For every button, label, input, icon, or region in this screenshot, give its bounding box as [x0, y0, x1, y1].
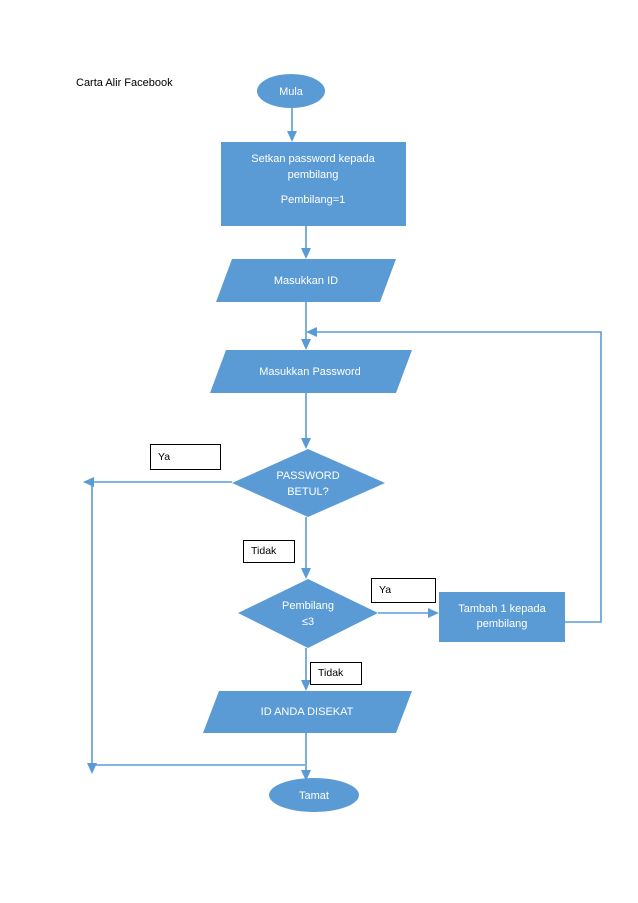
connector-increment-loop-to-inputpassword	[306, 327, 602, 623]
node-increment-line2: pembilang	[477, 618, 528, 630]
node-check-password-line2: BETUL?	[287, 486, 329, 498]
node-input-password-label: Masukkan Password	[259, 366, 361, 378]
node-check-password[interactable]: PASSWORD BETUL?	[232, 449, 385, 517]
node-check-counter-line1: Pembilang	[282, 600, 334, 612]
connector-start-to-setpassword	[287, 108, 297, 142]
node-set-password-line1: Setkan password kepada	[251, 153, 375, 165]
node-input-password[interactable]: Masukkan Password	[210, 350, 412, 393]
node-blocked[interactable]: ID ANDA DISEKAT	[203, 691, 412, 733]
edge-label-password-no: Tidak	[243, 540, 295, 563]
node-check-counter[interactable]: Pembilang ≤3	[238, 579, 378, 648]
connector-checkpassword-no-to-checkcounter	[301, 517, 311, 579]
node-start[interactable]: Mula	[257, 74, 325, 108]
connector-checkcounter-yes-to-increment	[378, 608, 439, 618]
node-set-password[interactable]: Setkan password kepada pembilang Pembila…	[221, 142, 406, 226]
node-input-id-label: Masukkan ID	[274, 275, 338, 287]
node-set-password-line2: pembilang	[288, 169, 339, 181]
node-increment-line1: Tambah 1 kepada	[458, 603, 546, 615]
node-end[interactable]: Tamat	[269, 778, 359, 812]
node-set-password-line3: Pembilang=1	[281, 194, 346, 206]
connector-setpassword-to-inputid	[301, 226, 311, 259]
node-blocked-label: ID ANDA DISEKAT	[261, 706, 354, 718]
node-check-password-line1: PASSWORD	[276, 470, 339, 482]
node-increment[interactable]: Tambah 1 kepada pembilang	[439, 592, 565, 642]
connector-checkcounter-no-to-blocked	[301, 648, 311, 691]
connector-checkpassword-yes-to-end	[83, 477, 305, 774]
connector-inputpassword-to-checkpassword	[301, 393, 311, 449]
edge-label-counter-yes: Ya	[371, 578, 436, 603]
node-start-label: Mula	[279, 86, 304, 98]
edge-label-password-yes: Ya	[150, 444, 221, 470]
page-title: Carta Alir Facebook	[76, 77, 173, 89]
connector-blocked-to-end	[301, 733, 311, 781]
edge-label-counter-no: Tidak	[310, 662, 362, 685]
node-check-counter-line2: ≤3	[302, 616, 314, 628]
connector-inputid-to-inputpassword	[301, 302, 311, 350]
node-input-id[interactable]: Masukkan ID	[216, 259, 396, 302]
node-end-label: Tamat	[299, 790, 329, 802]
